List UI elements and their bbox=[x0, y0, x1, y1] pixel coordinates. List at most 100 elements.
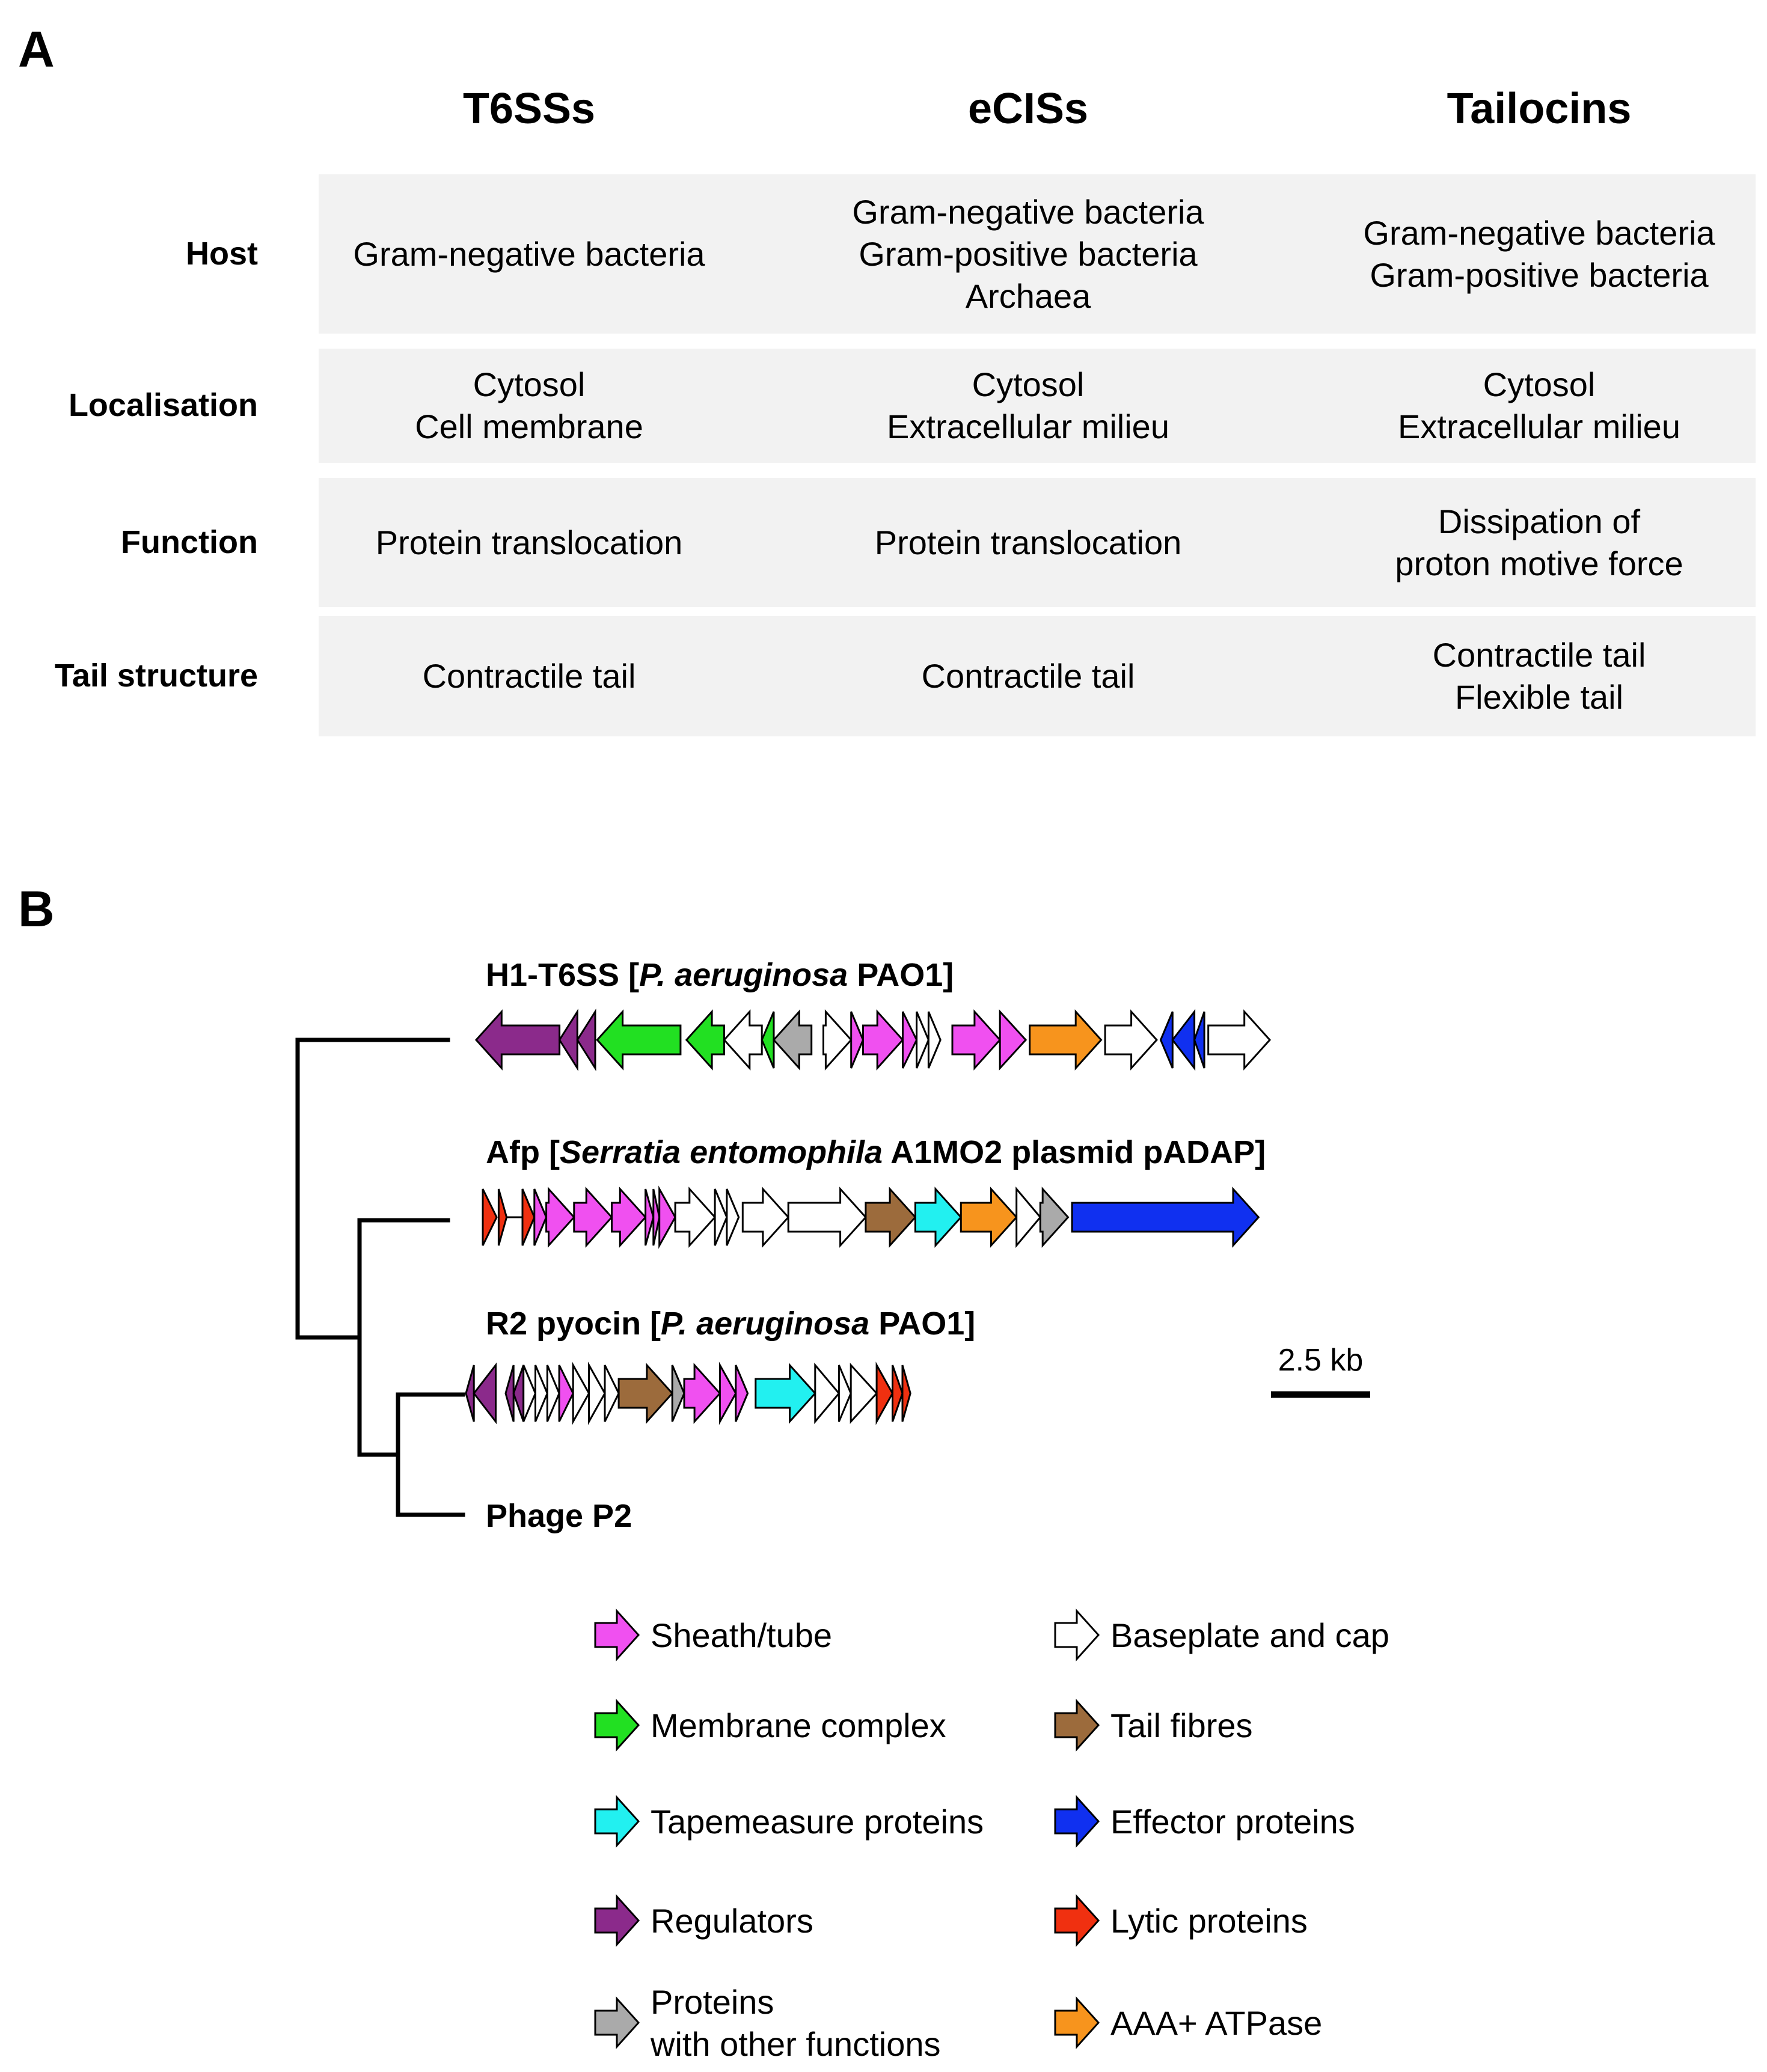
cell-host-t6ss: Gram-negative bacteria bbox=[271, 174, 788, 334]
label-part: R2 pyocin [ bbox=[486, 1306, 661, 1342]
gene-arrow-regulator bbox=[474, 1009, 561, 1071]
cell-line: Gram-positive bacteria bbox=[1370, 255, 1709, 294]
label-part: Serratia entomophila bbox=[560, 1134, 883, 1170]
legend-item-sheath: Sheath/tube bbox=[594, 1609, 832, 1661]
gene-arrow-tape bbox=[914, 1187, 963, 1248]
gene-arrow-regulator bbox=[504, 1365, 515, 1422]
legend-label: Baseplate and cap bbox=[1110, 1616, 1389, 1654]
cell-line: Cytosol bbox=[1483, 365, 1596, 403]
gene-arrow-baseplate bbox=[604, 1365, 620, 1422]
gene-arrow-lytic bbox=[892, 1365, 904, 1422]
column-header-ecis: eCISs bbox=[967, 85, 1089, 133]
legend-item-lytic: Lytic proteins bbox=[1054, 1894, 1308, 1947]
label-part: Afp [ bbox=[486, 1134, 560, 1170]
gene-arrow-baseplate bbox=[726, 1188, 740, 1246]
gene-arrow-baseplate bbox=[522, 1365, 537, 1422]
gene-cluster-diagram: H1-T6SS [P. aeruginosa PAO1] Afp [Serrati… bbox=[295, 957, 1389, 2063]
gene-arrow-other bbox=[671, 1365, 685, 1422]
cell-line: Cytosol bbox=[473, 365, 586, 403]
label-part: PAO1] bbox=[869, 1306, 975, 1342]
cell-function-tailocins: Dissipation of proton motive force bbox=[1281, 478, 1767, 607]
gene-arrow-sheath bbox=[683, 1363, 721, 1424]
gene-arrow-baseplate bbox=[822, 1009, 853, 1071]
gene-arrow-sheath bbox=[718, 1361, 737, 1425]
cell-line: Cytosol bbox=[972, 365, 1085, 403]
gene-arrow-atpase bbox=[1029, 1009, 1103, 1071]
legend-swatch bbox=[1054, 1996, 1100, 2049]
legend-swatch bbox=[1054, 1609, 1100, 1661]
legend-label: Sheath/tube bbox=[651, 1616, 832, 1654]
label-part: A1MO2 plasmid pADAP] bbox=[883, 1134, 1266, 1170]
gene-arrow-effector bbox=[1159, 1011, 1174, 1069]
label-part: Phage P2 bbox=[486, 1498, 632, 1534]
gene-arrow-lytic bbox=[482, 1188, 498, 1246]
gene-arrow-baseplate bbox=[814, 1362, 841, 1425]
legend-label: Tapemeasure proteins bbox=[651, 1803, 984, 1841]
gene-arrow-regulator bbox=[465, 1365, 475, 1422]
legend-item-tape: Tapemeasure proteins bbox=[594, 1795, 984, 1848]
legend-label: Tail fibres bbox=[1110, 1707, 1253, 1744]
locus-r2-pyocin: R2 pyocin [P. aeruginosa PAO1] bbox=[465, 1306, 975, 1425]
gene-arrow-sheath bbox=[658, 1185, 676, 1249]
panel-b-letter: B bbox=[18, 881, 55, 937]
table-row-function bbox=[319, 478, 1756, 607]
legend-label: Lytic proteins bbox=[1110, 1902, 1308, 1940]
gene-arrow-baseplate bbox=[674, 1187, 717, 1248]
legend-label: Effector proteins bbox=[1110, 1803, 1355, 1841]
locus-phage-p2: Phage P2 bbox=[486, 1498, 632, 1534]
gene-arrow-baseplate bbox=[1104, 1009, 1158, 1071]
cell-line: Protein translocation bbox=[375, 523, 683, 561]
legend-item-regulator: Regulators bbox=[594, 1894, 813, 1947]
gene-arrow-fibre bbox=[617, 1363, 674, 1424]
cell-function-ecis: Protein translocation bbox=[770, 478, 1287, 607]
label-part: H1-T6SS [ bbox=[486, 957, 639, 993]
gene-arrow-baseplate bbox=[916, 1011, 930, 1069]
legend-swatch bbox=[594, 1795, 640, 1848]
gene-arrow-lytic bbox=[875, 1361, 894, 1425]
cell-line: Extracellular milieu bbox=[887, 408, 1169, 445]
cell-line: Contractile tail bbox=[1432, 636, 1646, 674]
gene-arrow-baseplate bbox=[787, 1187, 867, 1248]
gene-arrow-sheath bbox=[533, 1188, 548, 1246]
locus-label-phage-p2: Phage P2 bbox=[486, 1498, 632, 1534]
gene-arrow-baseplate bbox=[534, 1365, 548, 1422]
gene-arrow-regulator bbox=[473, 1362, 497, 1425]
table-row-tail-structure bbox=[319, 616, 1756, 736]
gene-arrow-baseplate bbox=[588, 1361, 606, 1425]
legend-label: Regulators bbox=[651, 1902, 813, 1940]
cell-line: proton motive force bbox=[1395, 544, 1683, 582]
table-row-localisation bbox=[319, 349, 1756, 463]
cell-line: Contractile tail bbox=[921, 657, 1135, 695]
gene-arrow-fibre bbox=[865, 1187, 917, 1248]
gene-arrow-regulator bbox=[512, 1365, 525, 1422]
cell-line: Contractile tail bbox=[422, 657, 636, 695]
locus-label-r2-pyocin: R2 pyocin [P. aeruginosa PAO1] bbox=[486, 1306, 975, 1342]
gene-arrow-membrane bbox=[596, 1009, 682, 1071]
gene-arrow-sheath bbox=[850, 1011, 865, 1069]
gene-arrow-membrane bbox=[761, 1011, 775, 1069]
cell-line: Gram-negative bacteria bbox=[1363, 213, 1715, 252]
label-part: PAO1] bbox=[848, 957, 954, 993]
legend-item-fibre: Tail fibres bbox=[1054, 1699, 1253, 1752]
gene-arrow-effector bbox=[1171, 1009, 1196, 1071]
gene-arrow-effector bbox=[1071, 1187, 1260, 1248]
gene-arrow-sheath bbox=[902, 1011, 918, 1069]
scale-bar: 2.5 kb bbox=[1271, 1343, 1370, 1398]
gene-arrow-tape bbox=[755, 1363, 816, 1424]
cell-line: Flexible tail bbox=[1454, 678, 1624, 716]
scale-bar-label: 2.5 kb bbox=[1278, 1343, 1364, 1378]
legend-label: Membrane complex bbox=[651, 1707, 946, 1744]
column-header-tailocins: Tailocins bbox=[1447, 85, 1632, 133]
row-label-localisation: Localisation bbox=[68, 387, 258, 423]
legend-swatch bbox=[1054, 1699, 1100, 1752]
gene-arrow-baseplate bbox=[1207, 1009, 1272, 1071]
locus-afp: Afp [Serratia entomophila A1MO2 plasmid … bbox=[482, 1134, 1266, 1249]
gene-arrow-effector bbox=[1193, 1011, 1205, 1069]
cell-line: Dissipation of bbox=[1438, 502, 1641, 540]
locus-h1-t6ss: H1-T6SS [P. aeruginosa PAO1] bbox=[474, 957, 1272, 1072]
